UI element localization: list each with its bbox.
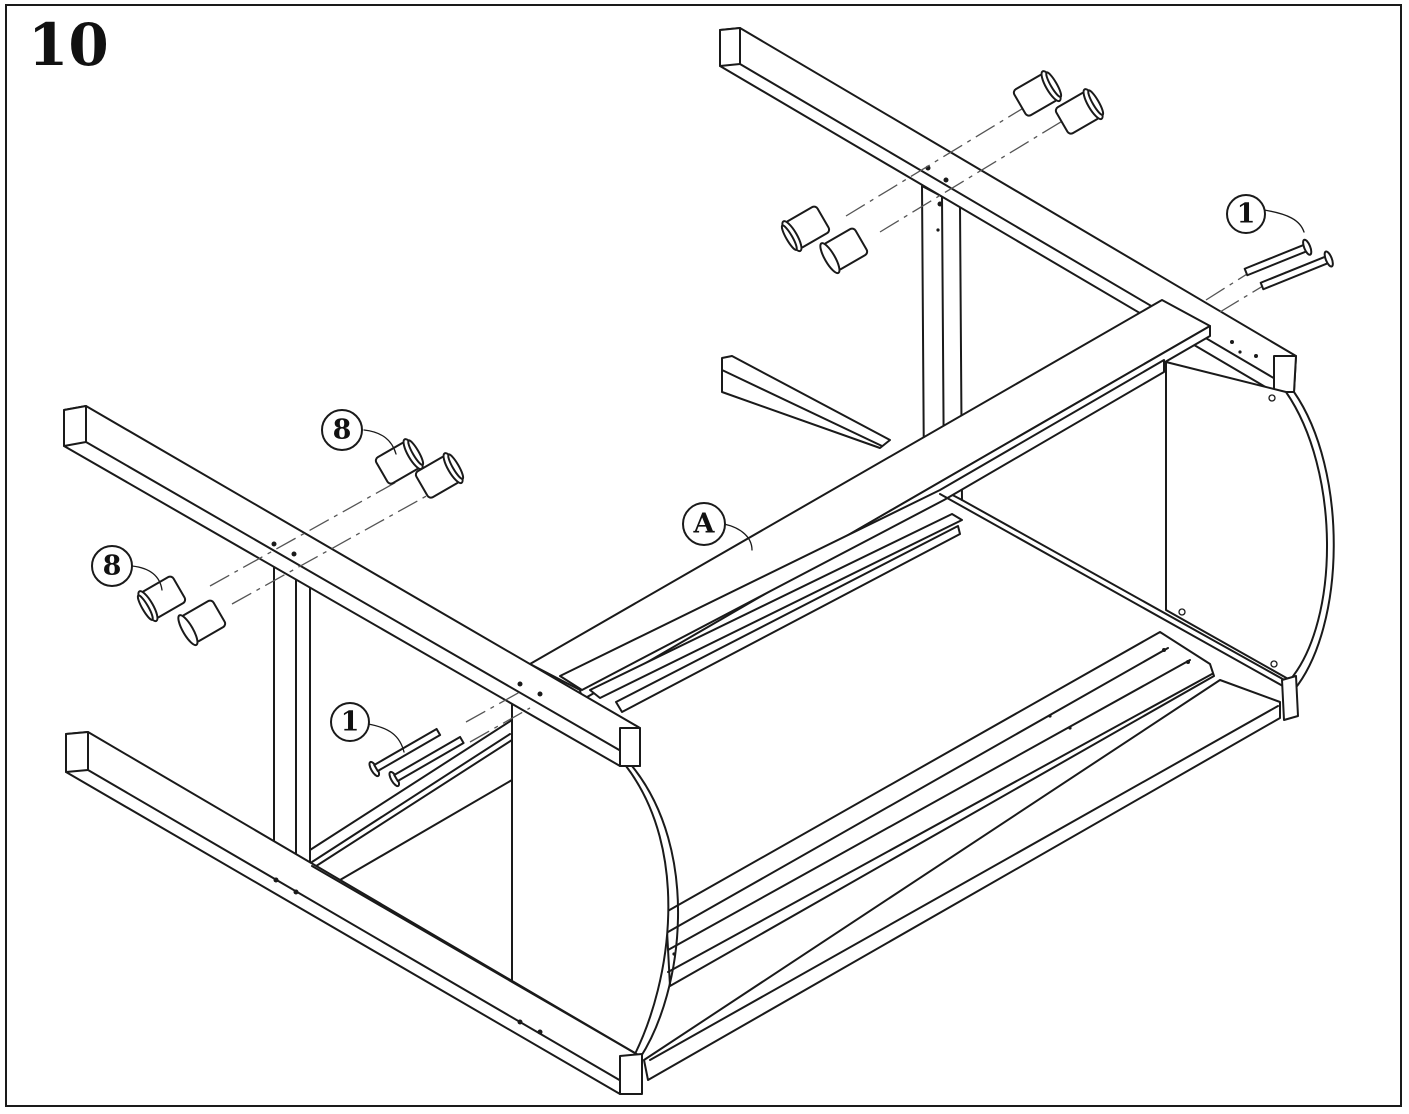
- barrel-nut-group-back-upper: [1012, 70, 1105, 135]
- barrel-nut: [177, 599, 227, 647]
- callout-label: 1: [1237, 199, 1256, 230]
- bolt: [368, 727, 442, 778]
- callout-1-right: 1: [1226, 194, 1266, 234]
- barrel-nut-group-front-upper: [374, 438, 465, 499]
- barrel-nut: [1012, 70, 1063, 117]
- barrel-nut: [374, 438, 425, 485]
- barrel-nut: [780, 205, 831, 253]
- barrel-nut: [414, 452, 465, 499]
- callout-a: A: [682, 502, 726, 546]
- barrel-nut: [1054, 88, 1105, 135]
- callout-label: 1: [341, 707, 360, 738]
- bolt-group-right: [1243, 238, 1334, 291]
- callout-label: 8: [333, 415, 352, 446]
- bolt-group-left: [368, 727, 465, 788]
- inner-rails: [589, 493, 1291, 1081]
- bolt: [1243, 238, 1313, 277]
- top-front-rail: [63, 405, 641, 767]
- left-side-panel: [511, 699, 680, 1059]
- right-lower-post: [1281, 675, 1299, 721]
- callout-label: 8: [103, 551, 122, 582]
- callout-8-lower: 8: [91, 545, 133, 587]
- front-bottom-rail: [65, 731, 643, 1095]
- barrel-nut: [819, 227, 869, 275]
- right-side-panel: [1165, 361, 1335, 691]
- barrel-nut: [136, 575, 187, 623]
- callout-8-upper: 8: [321, 409, 363, 451]
- center-panel-a: [529, 299, 1211, 701]
- bolt: [1259, 250, 1334, 291]
- callout-1-left: 1: [330, 702, 370, 742]
- callout-leaders: [131, 209, 1305, 753]
- callout-label: A: [693, 509, 716, 540]
- bolt: [388, 735, 465, 788]
- back-bottom-rail: [721, 355, 891, 449]
- barrel-nut-group-front-lower: [136, 575, 227, 647]
- barrel-nut-group-back-lower: [780, 205, 869, 275]
- diagram-frame: [5, 4, 1402, 1107]
- front-left-leg-post: [273, 561, 513, 881]
- step-number: 10: [28, 11, 109, 79]
